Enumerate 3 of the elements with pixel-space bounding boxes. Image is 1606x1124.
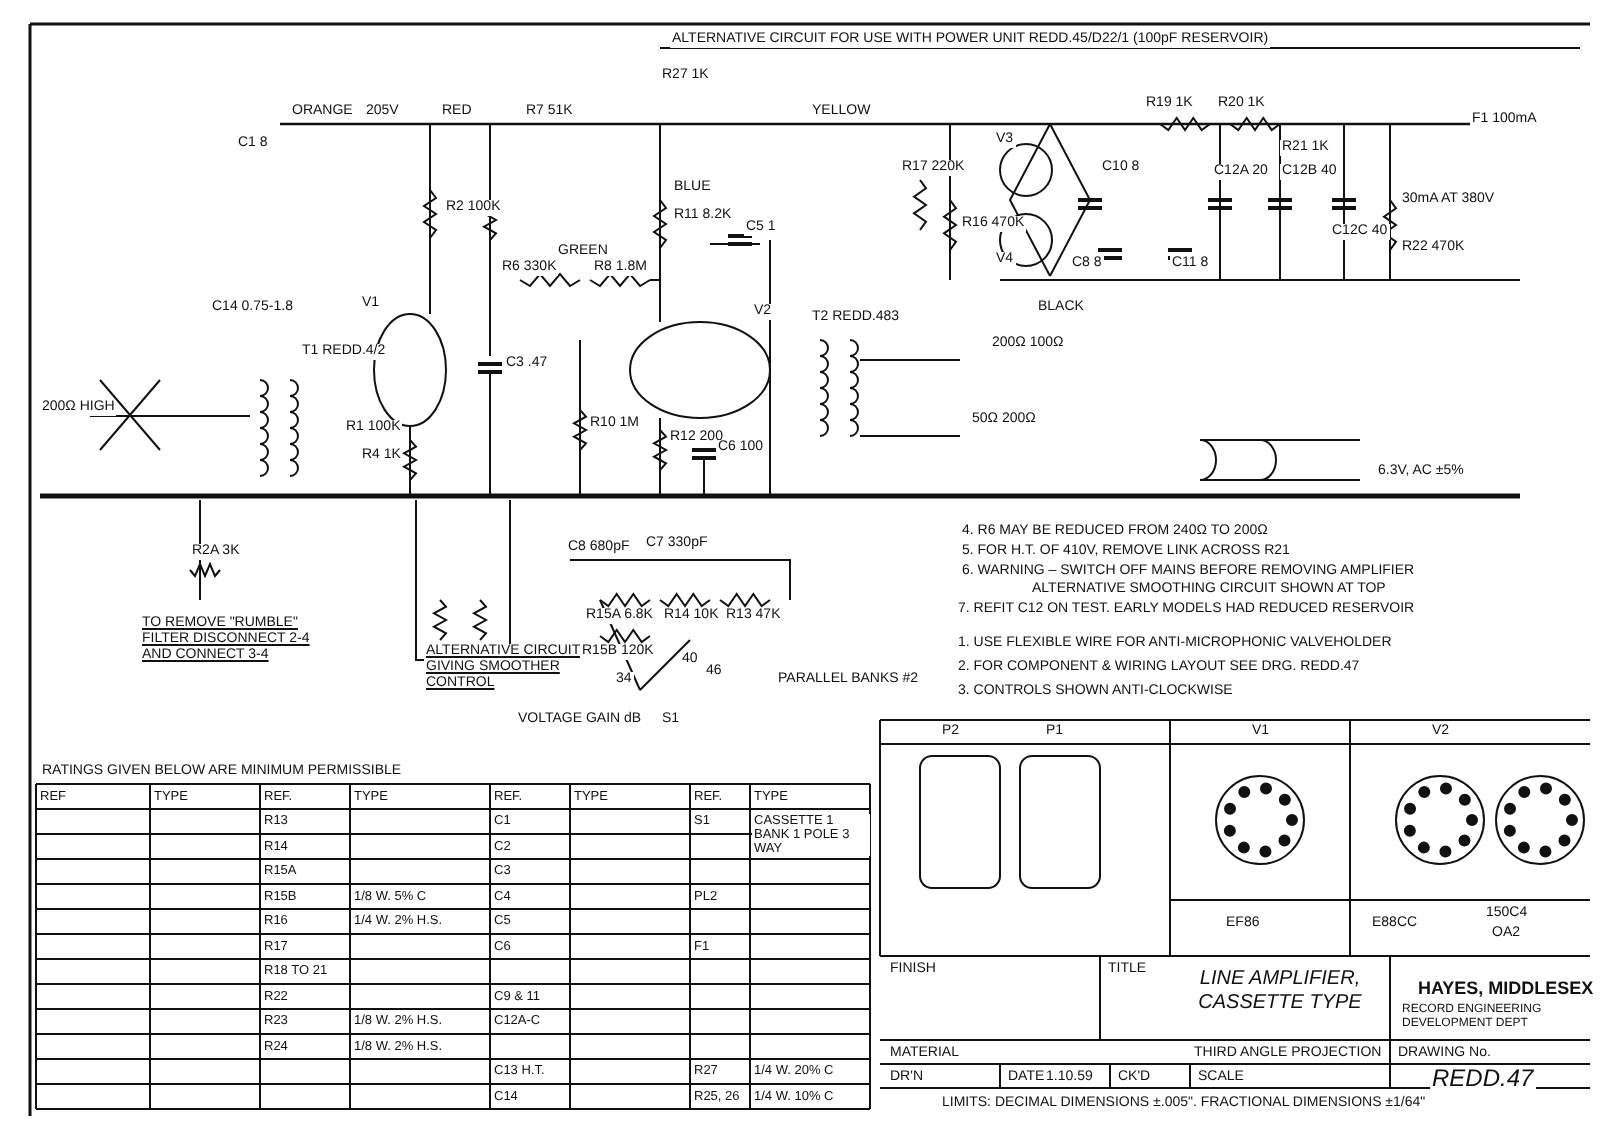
drawing-title: LINE AMPLIFIER, CASSETTE TYPE xyxy=(1196,968,1364,1016)
title-block-text: HAYES, MIDDLESEX xyxy=(1416,980,1596,996)
drawing-number: REDD.47 xyxy=(1430,1066,1536,1092)
